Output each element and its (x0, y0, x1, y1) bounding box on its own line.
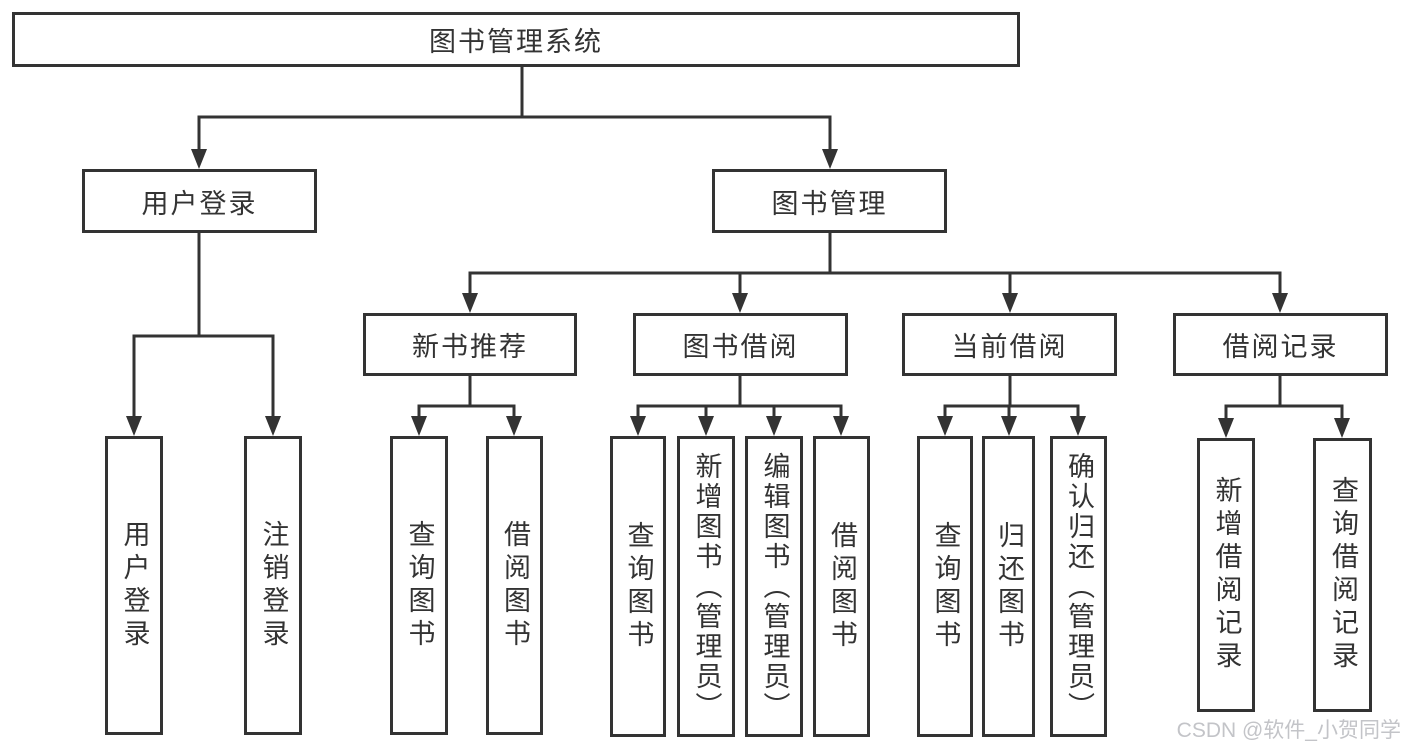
connector-current-borrow-split (943, 374, 1080, 420)
arrowhead-down-icon (411, 416, 427, 436)
leaf-recommend-borrow-books: 借阅图书 (486, 436, 543, 735)
node-book-management: 图书管理 (712, 169, 947, 233)
arrowhead-down-icon (822, 149, 838, 169)
leaf-recommend-query-books: 查询图书 (390, 436, 448, 735)
arrowhead-down-icon (698, 416, 714, 436)
arrowhead-down-icon (1334, 418, 1350, 438)
watermark-text: CSDN @软件_小贺同学 (1176, 719, 1401, 742)
node-book-borrow: 图书借阅 (633, 313, 848, 376)
arrowhead-down-icon (630, 416, 646, 436)
connector-level2-split (197, 115, 832, 153)
connector-lines (132, 65, 1344, 422)
arrowhead-down-icon (506, 416, 522, 436)
arrowhead-down-icon (937, 416, 953, 436)
connector-book-borrow-split (636, 374, 843, 420)
arrowhead-down-icon (462, 293, 478, 313)
arrowhead-down-icon (126, 416, 142, 436)
leaf-borrow-query-books: 查询图书 (610, 436, 666, 737)
leaf-logout: 注销登录 (244, 436, 302, 735)
leaf-borrow-add-books: 新增图书（管理员） (677, 436, 735, 737)
node-user-login: 用户登录 (82, 169, 317, 233)
connector-user-login-split (132, 231, 275, 420)
connector-new-book-recommend-split (417, 374, 516, 420)
leaf-current-return-books: 归还图书 (982, 436, 1035, 737)
leaf-records-query-record: 查询借阅记录 (1313, 438, 1372, 712)
leaf-borrow-borrow-books: 借阅图书 (813, 436, 870, 737)
arrowheads (126, 149, 1350, 438)
arrowhead-down-icon (191, 149, 207, 169)
arrowhead-down-icon (1001, 416, 1017, 436)
node-borrow-records: 借阅记录 (1173, 313, 1388, 376)
arrowhead-down-icon (732, 293, 748, 313)
node-library-system: 图书管理系统 (12, 12, 1020, 67)
node-current-borrow: 当前借阅 (902, 313, 1117, 376)
leaf-user-login: 用户登录 (105, 436, 163, 735)
arrowhead-down-icon (1272, 293, 1288, 313)
leaf-current-confirm-return: 确认归还（管理员） (1050, 436, 1107, 737)
arrowhead-down-icon (766, 416, 782, 436)
arrowhead-down-icon (265, 416, 281, 436)
node-new-book-recommend: 新书推荐 (363, 313, 577, 376)
arrowhead-down-icon (833, 416, 849, 436)
connector-book-management-split (468, 231, 1282, 297)
arrowhead-down-icon (1070, 416, 1086, 436)
leaf-current-query-books: 查询图书 (917, 436, 973, 737)
leaf-records-add-record: 新增借阅记录 (1197, 438, 1255, 712)
arrowhead-down-icon (1218, 418, 1234, 438)
arrowhead-down-icon (1002, 293, 1018, 313)
connector-borrow-records-split (1224, 374, 1344, 422)
leaf-borrow-edit-books: 编辑图书（管理员） (745, 436, 803, 737)
